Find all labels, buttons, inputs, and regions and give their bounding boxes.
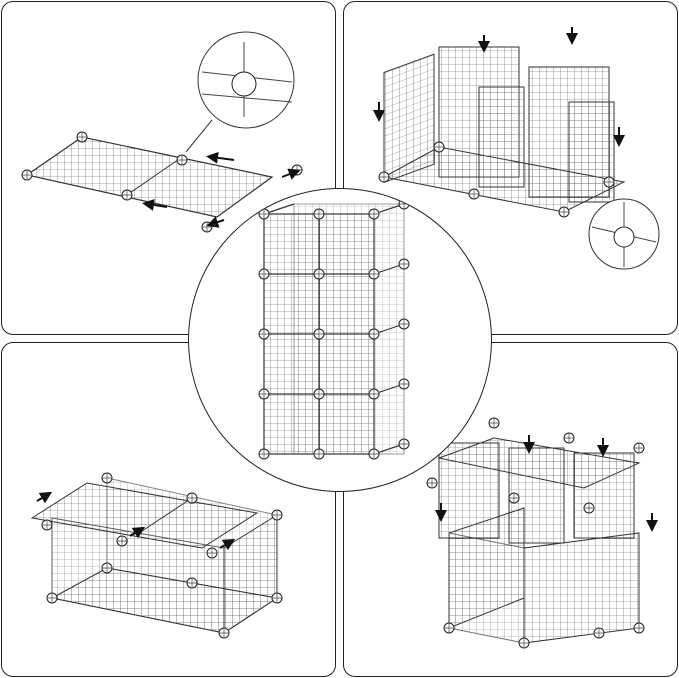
step-3-illustration (30, 472, 283, 639)
step-2-illustration (373, 27, 660, 270)
step-1-illustration (21, 31, 303, 233)
step-1-panel (1, 1, 336, 335)
step-4-illustration (426, 417, 658, 649)
arrow-icon (206, 151, 235, 164)
step-3-panel (1, 342, 336, 677)
assembled-tower-circle (188, 188, 492, 492)
arrow-icon (142, 199, 168, 211)
assembled-tower-illustration (258, 198, 410, 460)
step-2-panel (343, 1, 678, 335)
step-4-panel (343, 342, 678, 677)
